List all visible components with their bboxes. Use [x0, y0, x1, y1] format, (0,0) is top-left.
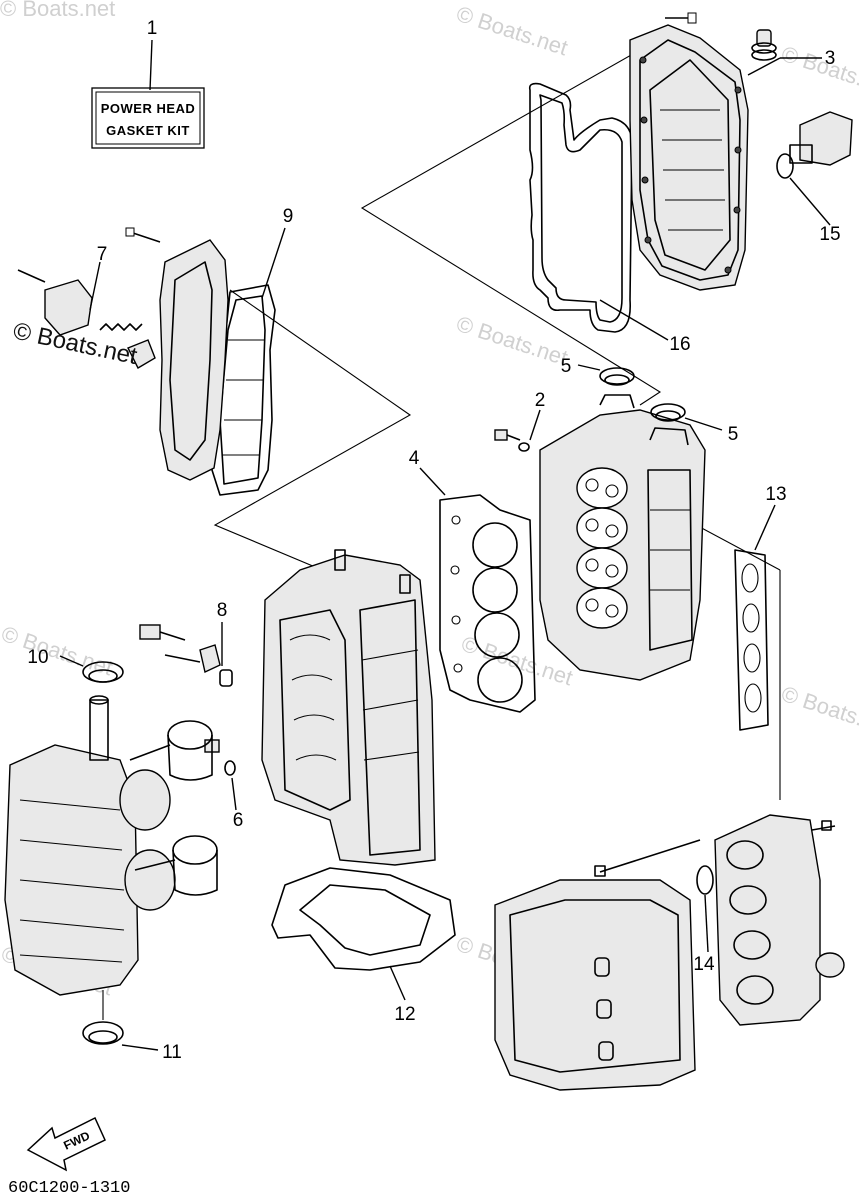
callout-9: 9 [283, 206, 294, 227]
drain-plug [204, 739, 237, 811]
watermark: © Boats.net [453, 1, 570, 60]
lower-oil-seal [82, 990, 159, 1051]
upper-oil-seal [59, 655, 124, 683]
callout-8: 8 [217, 600, 228, 621]
callout-3: 3 [825, 48, 836, 69]
cylinder-head [539, 394, 706, 681]
callout-layer: 1 2 3 4 5 5 6 7 8 9 10 11 12 13 14 15 16 [27, 18, 840, 1063]
head-bolt-washer [494, 409, 541, 452]
crankshaft-assembly [4, 695, 218, 996]
diagram-code: 60C1200-1310 [8, 1179, 130, 1198]
callout-10: 10 [27, 647, 48, 668]
intake-silencer [494, 839, 701, 1091]
callout-7: 7 [97, 244, 108, 265]
callout-4: 4 [409, 448, 420, 469]
callout-2: 2 [535, 390, 546, 411]
watermark: © Boats.net [0, 0, 115, 21]
callout-13: 13 [765, 484, 786, 505]
manifold-o-ring [696, 865, 714, 953]
exhaust-cover [125, 227, 229, 481]
base-gasket [271, 867, 456, 1001]
temperature-sensor [139, 622, 233, 687]
kit-label-line2: GASKET KIT [106, 123, 190, 138]
callout-5: 5 [561, 356, 572, 377]
gasket-kit-label: POWER HEAD GASKET KIT [91, 39, 205, 149]
fuel-pump [776, 111, 853, 226]
callout-6: 6 [233, 810, 244, 831]
thermostat-parts [17, 261, 156, 369]
watermark: © Boats.net [0, 621, 116, 680]
callout-5b: 5 [728, 424, 739, 445]
callout-11: 11 [162, 1042, 182, 1063]
alignment-lines [213, 49, 791, 871]
valve-cover [629, 12, 749, 291]
callout-15: 15 [819, 224, 840, 245]
head-gasket [419, 467, 536, 713]
intake-gasket [734, 504, 776, 731]
oil-filler-cap [747, 29, 822, 76]
kit-label-line1: POWER HEAD [101, 101, 196, 116]
intake-manifold [714, 814, 845, 1026]
oil-seal [650, 403, 723, 431]
valve-cover-gasket [528, 82, 669, 341]
callout-16: 16 [669, 334, 690, 355]
watermark: © Boats.net [778, 681, 859, 740]
cylinder-block [261, 549, 436, 866]
callout-12: 12 [394, 1004, 415, 1025]
oil-seal [577, 364, 635, 386]
watermark: © Boats.net [778, 41, 859, 100]
fwd-arrow: FWD [26, 1116, 106, 1172]
callout-1: 1 [147, 18, 158, 39]
callout-14: 14 [693, 954, 715, 975]
watermark: © Boats.net [453, 311, 570, 370]
